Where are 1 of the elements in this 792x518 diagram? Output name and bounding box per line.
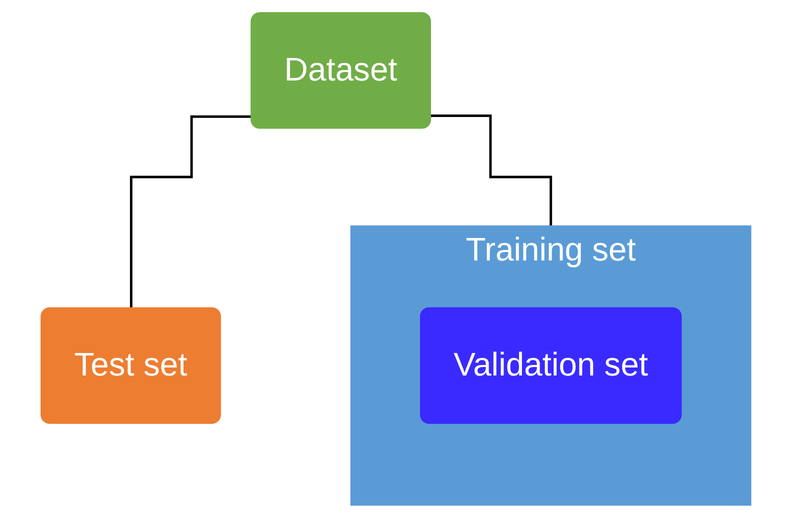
connector [430,114,552,228]
